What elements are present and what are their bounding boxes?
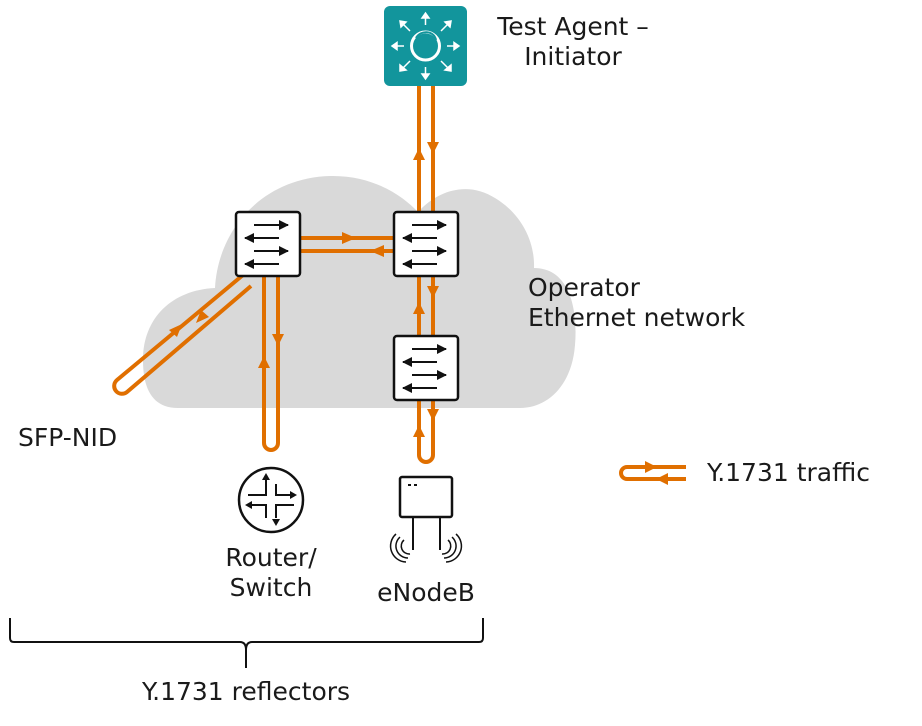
legend-label: Y.1731 traffic (707, 458, 871, 487)
arrowhead (272, 334, 284, 346)
router-label: Router/ Switch (206, 543, 336, 603)
arrowhead (413, 425, 425, 437)
arrowhead (413, 148, 425, 160)
cloud-label-line1: Operator (528, 273, 640, 302)
arrowhead (258, 356, 270, 368)
link-enodeb-loop (417, 400, 435, 464)
router-label-line1: Router/ (225, 543, 317, 572)
enodeb-label: eNodeB (377, 578, 475, 607)
ethernet-switch-icon (392, 334, 460, 402)
router-icon (237, 466, 305, 534)
test-agent-label: Test Agent – Initiator (487, 12, 659, 72)
reflectors-label: Y.1731 reflectors (141, 677, 351, 706)
arrowhead (196, 310, 209, 323)
arrowhead (370, 245, 384, 257)
test-agent-label-line2: Initiator (524, 42, 622, 71)
arrowhead (342, 232, 356, 244)
reflectors-brace (9, 618, 484, 668)
traffic-loop-icon (619, 461, 686, 485)
router-label-line2: Switch (229, 573, 313, 602)
enodeb-icon (389, 475, 463, 563)
sfp-nid-label: SFP-NID (18, 423, 118, 452)
link-router-loop (262, 277, 280, 452)
arrowhead (413, 302, 425, 314)
arrowhead (427, 286, 439, 298)
arrowhead (427, 409, 439, 421)
cloud-label-line2: Ethernet network (528, 303, 746, 332)
arrowhead (427, 142, 439, 154)
ethernet-switch-icon (234, 210, 302, 278)
arrowhead (169, 324, 182, 337)
operator-network-cloud (143, 175, 576, 408)
traffic-arrowheads (169, 142, 439, 437)
test-agent-icon (384, 6, 467, 86)
test-agent-label-line1: Test Agent – (497, 12, 649, 41)
cloud-label: Operator Ethernet network (528, 273, 745, 333)
link-sfp-loop (112, 273, 253, 396)
ethernet-switch-icon (392, 210, 460, 278)
